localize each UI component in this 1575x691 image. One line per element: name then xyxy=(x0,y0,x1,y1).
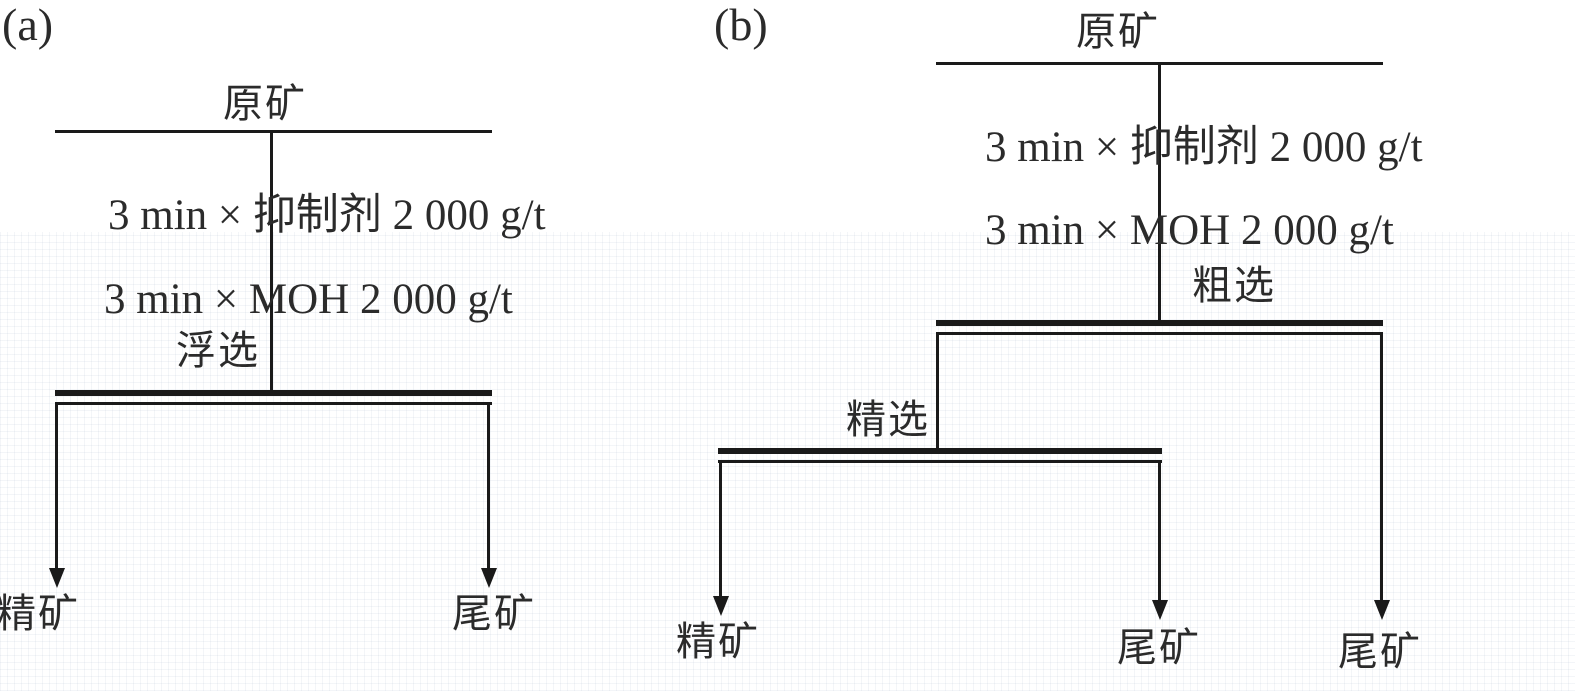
panel-b-rougher-label: 粗选 xyxy=(1192,263,1276,308)
panel-b-feed-label: 原矿 xyxy=(1076,9,1160,54)
panel-a-feed-label: 原矿 xyxy=(223,81,307,126)
panel-b-tag: (b) xyxy=(714,0,768,50)
panel-b-reagent-line-2: 3 min × MOH 2 000 g/t xyxy=(985,207,1394,254)
panel-b-cleaner-tailings-arrow-icon xyxy=(1152,600,1168,620)
panel-b-concentrate-arrow-icon xyxy=(713,596,729,616)
panel-b-rougher-tailings-line xyxy=(1380,335,1383,603)
panel-b-rougher-cell xyxy=(936,320,1383,335)
panel-a-concentrate-label: 精矿 xyxy=(0,591,80,636)
panel-a-tailings-label: 尾矿 xyxy=(452,591,536,636)
panel-a-flotation-cell xyxy=(55,390,492,405)
panel-b-concentrate-line xyxy=(719,463,722,600)
panel-b-rougher-tailings-label: 尾矿 xyxy=(1338,629,1422,674)
panel-b-feed-stem xyxy=(1158,62,1161,322)
panel-a-reagent-line-1: 3 min × 抑制剂 2 000 g/t xyxy=(108,192,546,239)
panel-a-feed-stem xyxy=(270,130,273,392)
panel-b-cleaner-tailings-line xyxy=(1158,463,1161,603)
panel-a-tailings-arrow-icon xyxy=(481,568,497,588)
panel-a-tailings-line xyxy=(487,405,490,570)
panel-b-rougher-tailings-arrow-icon xyxy=(1374,600,1390,620)
panel-a-feed-line xyxy=(55,130,492,133)
panel-a-tag: (a) xyxy=(2,0,54,50)
panel-b-cleaner-label: 精选 xyxy=(846,397,930,442)
panel-a-reagent-line-2: 3 min × MOH 2 000 g/t xyxy=(104,276,513,323)
panel-b-cleaner-tailings-label: 尾矿 xyxy=(1117,625,1201,670)
panel-b-reagent-line-1: 3 min × 抑制剂 2 000 g/t xyxy=(985,124,1423,171)
panel-b-cleaner-cell xyxy=(718,448,1162,463)
panel-a-stage-label: 浮选 xyxy=(176,328,260,373)
panel-a-concentrate-line xyxy=(55,405,58,570)
panel-a-concentrate-arrow-icon xyxy=(49,568,65,588)
panel-b-rougher-to-cleaner-line xyxy=(936,335,939,450)
panel-b-concentrate-label: 精矿 xyxy=(676,619,760,664)
